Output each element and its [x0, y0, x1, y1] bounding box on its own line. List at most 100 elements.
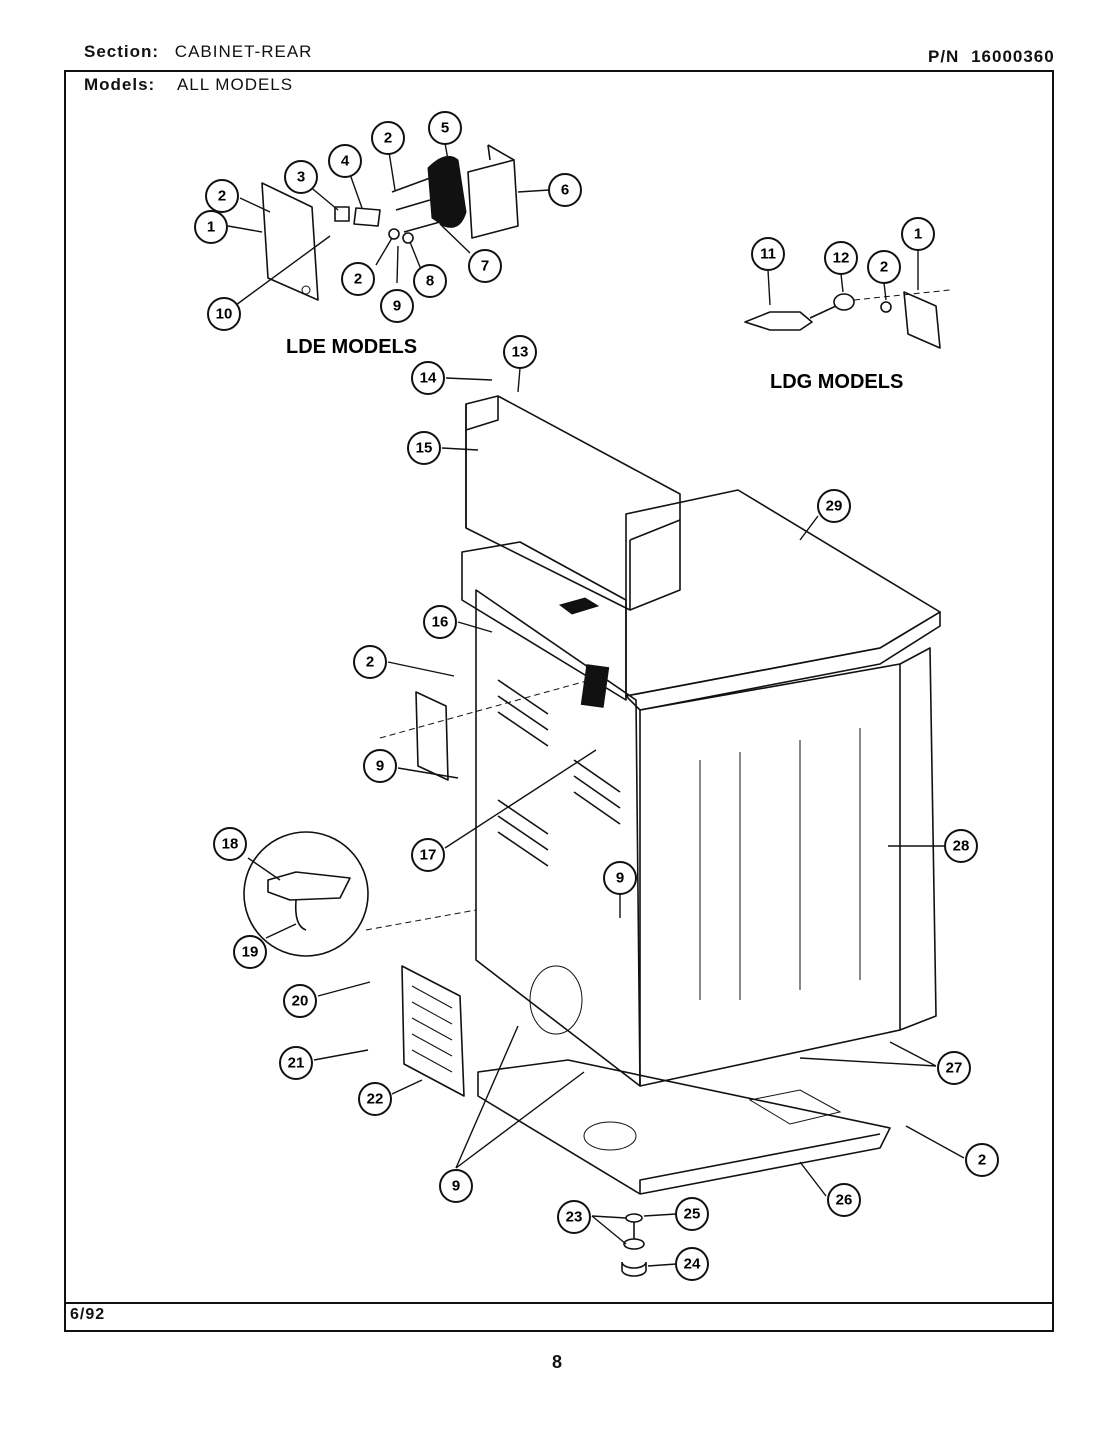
svg-text:10: 10: [216, 306, 233, 323]
ldg-assembly: [744, 250, 951, 349]
svg-text:29: 29: [826, 498, 843, 515]
svg-text:7: 7: [481, 258, 489, 275]
callout-17: 17: [411, 838, 445, 872]
callout-10: 10: [207, 297, 241, 331]
pn-label: P/N: [928, 47, 960, 66]
callout-8: 8: [413, 264, 447, 298]
callout-2c: 2: [341, 262, 375, 296]
callout-25: 25: [675, 1197, 709, 1231]
svg-text:8: 8: [426, 273, 434, 290]
svg-text:5: 5: [441, 120, 449, 137]
lde-models-label: LDE MODELS: [286, 336, 417, 358]
leg-nut: [625, 1213, 643, 1223]
page-number: 8: [552, 1352, 564, 1372]
svg-text:20: 20: [292, 993, 309, 1010]
svg-text:2: 2: [366, 654, 374, 671]
svg-text:1: 1: [207, 219, 215, 236]
callout-9b: 9: [363, 749, 397, 783]
section-label: Section:: [84, 42, 160, 61]
svg-text:13: 13: [512, 344, 529, 361]
svg-text:28: 28: [953, 838, 970, 855]
diagram-frame: [64, 70, 1054, 1332]
callout-11: 11: [751, 237, 785, 271]
callout-13: 13: [503, 335, 537, 369]
callout-2b: 2: [371, 121, 405, 155]
footer-divider: [64, 1302, 1054, 1304]
svg-text:17: 17: [420, 847, 437, 864]
lde-terminal-cover-plate: [261, 182, 319, 301]
svg-text:9: 9: [376, 758, 384, 775]
callout-29: 29: [817, 489, 851, 523]
svg-text:15: 15: [416, 440, 433, 457]
rear-panel: [475, 589, 641, 1087]
svg-text:22: 22: [367, 1091, 384, 1108]
callout-19: 19: [233, 935, 267, 969]
terminal-block-bracket: [467, 159, 519, 239]
lde-assembly: [227, 142, 550, 306]
callout-9d: 9: [439, 1169, 473, 1203]
svg-text:14: 14: [420, 370, 437, 387]
callout-6: 6: [548, 173, 582, 207]
terminal-block: [427, 155, 467, 228]
callout-9c: 9: [603, 861, 637, 895]
svg-text:9: 9: [616, 870, 624, 887]
svg-text:16: 16: [432, 614, 449, 631]
pn-value: 16000360: [971, 47, 1055, 66]
svg-text:21: 21: [288, 1055, 305, 1072]
leg-cap: [621, 1261, 647, 1277]
section-header: Section: CABINET-REAR: [84, 42, 312, 62]
rear-access-cover: [415, 691, 449, 781]
detail-inset: [243, 831, 369, 957]
svg-text:26: 26: [836, 1192, 853, 1209]
models-header: Models: ALL MODELS: [84, 75, 293, 95]
callout-26: 26: [827, 1183, 861, 1217]
svg-text:25: 25: [684, 1206, 701, 1223]
svg-text:19: 19: [242, 944, 259, 961]
svg-text:2: 2: [218, 188, 226, 205]
svg-text:3: 3: [297, 169, 305, 186]
svg-text:18: 18: [222, 836, 239, 853]
callout-7: 7: [468, 249, 502, 283]
svg-text:9: 9: [452, 1178, 460, 1195]
svg-text:1: 1: [914, 226, 922, 243]
section-value: CABINET-REAR: [174, 42, 313, 61]
svg-text:23: 23: [566, 1209, 583, 1226]
models-label: Models:: [84, 75, 156, 94]
cabinet-side-panel: [639, 663, 901, 1087]
callout-28: 28: [944, 829, 978, 863]
svg-text:2: 2: [354, 271, 362, 288]
dryer-cabinet: [243, 367, 965, 1277]
exhaust-opening: [529, 965, 583, 1035]
power-cord-plug: [744, 311, 813, 331]
callout-2e: 2: [353, 645, 387, 679]
lde-washer: [334, 206, 350, 222]
callout-1a: 1: [194, 210, 228, 244]
callout-23: 23: [557, 1200, 591, 1234]
svg-text:2: 2: [384, 130, 392, 147]
callout-16: 16: [423, 605, 457, 639]
leveling-leg: [623, 1238, 645, 1250]
hood-mounting-plate: [461, 541, 627, 701]
rear-terminal-block: [580, 664, 610, 708]
svg-text:2: 2: [880, 259, 888, 276]
svg-text:9: 9: [393, 298, 401, 315]
callout-1b: 1: [901, 217, 935, 251]
callout-21: 21: [279, 1046, 313, 1080]
strain-relief: [833, 293, 855, 311]
models-value: ALL MODELS: [176, 75, 294, 94]
svg-text:4: 4: [341, 153, 350, 170]
callout-18: 18: [213, 827, 247, 861]
callout-20: 20: [283, 984, 317, 1018]
callout-4: 4: [328, 144, 362, 178]
callout-2d: 2: [867, 250, 901, 284]
callout-14: 14: [411, 361, 445, 395]
svg-text:6: 6: [561, 182, 569, 199]
lde-terminal-strip: [353, 207, 381, 227]
callout-12: 12: [824, 241, 858, 275]
ldg-models-label: LDG MODELS: [770, 371, 903, 393]
callout-9a: 9: [380, 289, 414, 323]
part-number-header: P/N 16000360: [928, 47, 1055, 67]
control-hood: [465, 395, 681, 611]
svg-text:27: 27: [946, 1060, 963, 1077]
